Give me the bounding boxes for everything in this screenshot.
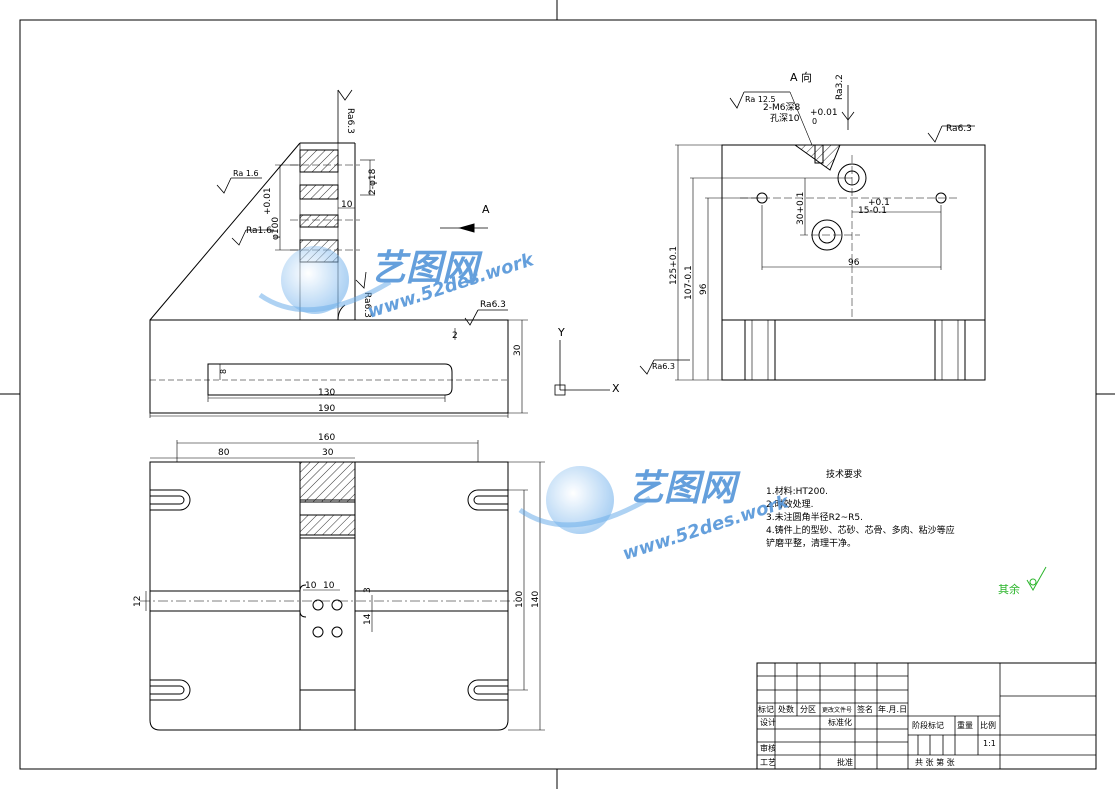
tech-req-item-5: 铲磨平整，清理干净。 — [766, 537, 856, 549]
tb-change-doc: 更改文件号 — [822, 706, 852, 714]
axis-x-label: X — [612, 382, 620, 395]
tb-mark: 标记 — [758, 704, 774, 714]
tech-requirements: 技术要求 1.材料:HT200. 2.时效处理. 3.未注圆角半径R2~R5. … — [766, 468, 955, 549]
dim-phi100: φ100 — [271, 217, 281, 240]
tech-req-item-3: 3.未注圆角半径R2~R5. — [766, 511, 863, 523]
dim-100: 100 — [515, 591, 525, 608]
tol-zero: 0 — [812, 117, 817, 126]
tb-sheets: 共 张 第 张 — [915, 757, 955, 767]
label-ra6-3-top: Ra6.3 — [946, 124, 972, 134]
dim-30-front: 30 — [513, 344, 523, 356]
tech-req-item-2: 2.时效处理. — [766, 498, 813, 510]
tech-req-item-4: 4.铸件上的型砂、芯砂、芯骨、多肉、粘沙等应 — [766, 524, 955, 536]
tb-weight: 重量 — [957, 720, 973, 730]
a-view-labels: A 向 Ra 12.5 2-M6深8 孔深10 +0.01 0 Ra3.2 Ra… — [652, 70, 972, 371]
top-view — [140, 440, 545, 731]
tech-req-item-1: 1.材料:HT200. — [766, 485, 828, 497]
dim-2: 2 — [452, 331, 458, 341]
tb-date: 年.月.日 — [878, 704, 907, 714]
top-view-labels: 160 80 30 10 10 3 12 14 100 140 — [133, 433, 541, 625]
dim-80: 80 — [218, 448, 230, 458]
tb-standard: 标准化 — [828, 717, 852, 727]
title-block-labels: 标记 处数 分区 更改文件号 签名 年.月.日 设计 标准化 阶段标记 重量 比… — [758, 704, 996, 767]
dim-160: 160 — [318, 433, 335, 443]
front-view-labels: Ra 1.6 Ra1.6 Ra6.3 Ra6.3 Ra6.3 2-φ18 φ10… — [219, 108, 620, 414]
watermark-1: 艺图网 www.52des.work — [258, 246, 537, 323]
dim-140: 140 — [531, 591, 541, 608]
dim-96h: 96 — [848, 258, 860, 268]
a-view — [639, 85, 986, 381]
dim-96v: 96 — [699, 283, 709, 295]
thread-note: 2-M6深8 — [763, 102, 800, 113]
tb-sign: 签名 — [857, 704, 873, 714]
label-ra12-5: Ra 12.5 — [745, 95, 776, 104]
dim-15: 15-0.1 — [858, 206, 887, 216]
dim-10b: 10 — [323, 581, 335, 591]
watermark-cn-1: 艺图网 — [370, 248, 483, 289]
dim-15-tol: +0.1 — [868, 198, 890, 208]
dim-14: 14 — [363, 613, 373, 625]
arrow-label-a: A — [482, 203, 490, 216]
tb-approve: 批准 — [837, 757, 853, 767]
tech-req-title: 技术要求 — [826, 468, 862, 480]
watermark-2: 艺图网 www.52des.work — [518, 466, 792, 565]
dim-107: 107-0.1 — [684, 265, 694, 300]
dim-8: 8 — [219, 369, 228, 374]
label-ra6-3-a: Ra6.3 — [345, 108, 355, 134]
other-rough-label: 其余 — [998, 582, 1020, 596]
tb-count: 处数 — [778, 704, 794, 714]
label-ra6-3-b: Ra6.3 — [362, 292, 372, 318]
tb-stage: 阶段标记 — [912, 720, 944, 730]
dim-30-a: 30+0.1 — [796, 192, 806, 225]
title-block — [756, 662, 1097, 770]
dim-125: 125+0.1 — [669, 246, 679, 285]
axis-y-label: Y — [557, 326, 565, 339]
dim-3: 3 — [363, 587, 373, 593]
hole-depth-note: 孔深10 — [770, 113, 800, 124]
dim-130: 130 — [318, 388, 335, 398]
label-ra1-6-b: Ra1.6 — [246, 226, 272, 236]
view-a-title: A 向 — [790, 70, 812, 84]
dim-12: 12 — [133, 596, 143, 607]
label-ra6-3-c: Ra6.3 — [480, 300, 506, 310]
tb-scale-value: 1:1 — [983, 739, 996, 748]
other-roughness: 其余 — [998, 566, 1047, 596]
dim-190: 190 — [318, 404, 335, 414]
dim-phi100-tol: +0.01 — [263, 187, 273, 215]
tb-zone: 分区 — [800, 705, 816, 714]
tb-scale: 比例 — [980, 720, 996, 730]
tb-process: 工艺 — [760, 758, 776, 767]
label-ra1-6-a: Ra 1.6 — [233, 169, 259, 178]
label-ra6-3-bottom: Ra6.3 — [652, 362, 675, 371]
tb-review: 审核 — [760, 743, 776, 753]
tb-design: 设计 — [760, 717, 776, 727]
dim-2phi18: 2-φ18 — [368, 168, 378, 195]
watermark-cn-2: 艺图网 — [628, 468, 741, 509]
dim-10a: 10 — [305, 581, 317, 591]
dim-10-front: 10 — [341, 200, 353, 210]
label-ra3-2: Ra3.2 — [835, 74, 845, 100]
tol-plus: +0.01 — [810, 108, 838, 118]
dim-30-top: 30 — [322, 448, 334, 458]
